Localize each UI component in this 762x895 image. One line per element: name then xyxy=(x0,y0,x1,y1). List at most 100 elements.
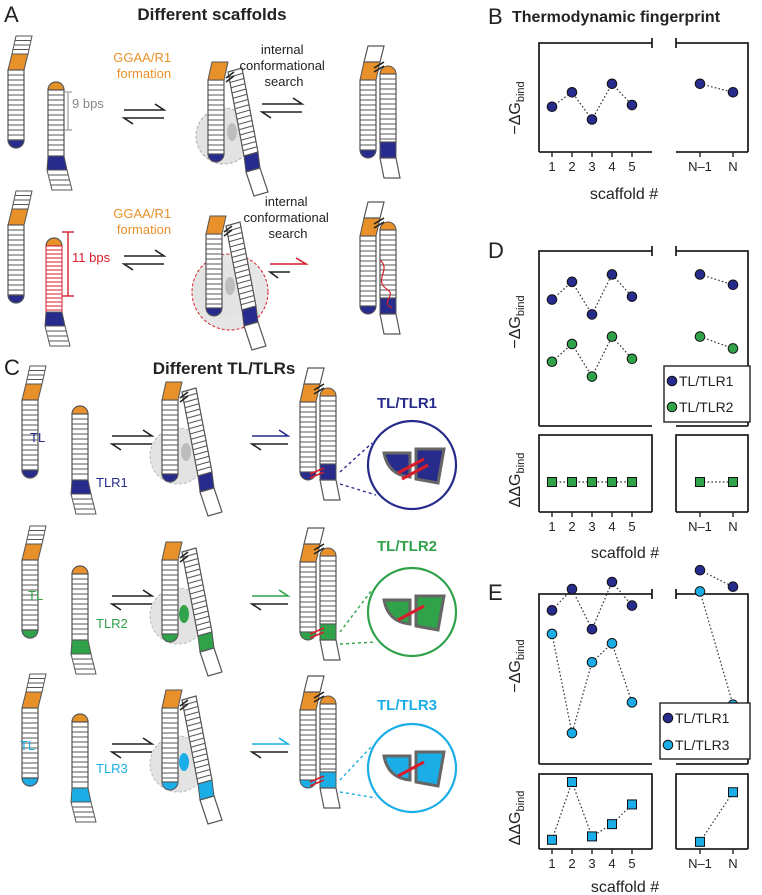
helix-rung xyxy=(187,579,203,584)
helix-rung xyxy=(185,716,201,722)
loop-cap-top xyxy=(45,237,63,247)
chart-d-ylabel-top: −ΔGbind xyxy=(507,295,527,348)
tetraloop-segment xyxy=(161,381,183,401)
chart-e-tlr1-line-right xyxy=(699,569,734,588)
panel-d-letter: D xyxy=(488,238,504,263)
panel-e-letter: E xyxy=(488,580,503,605)
helix-rung xyxy=(229,242,245,248)
legend-marker-tlr1 xyxy=(666,375,678,387)
equilibrium-arrow-back xyxy=(259,111,302,119)
panel-c-title: Different TL/TLRs xyxy=(153,359,296,378)
search-label-2: internal conformational search xyxy=(244,194,333,241)
ggaa-pair xyxy=(313,543,325,551)
chart-e-tlr3-line-right xyxy=(699,591,734,705)
loop-cap-top xyxy=(379,221,397,231)
helix-rung xyxy=(186,413,202,419)
ggaa-pair xyxy=(179,391,189,399)
chart-b-axis-right xyxy=(676,42,749,152)
equilibrium-arrow-forward xyxy=(112,737,155,745)
helix-rung xyxy=(195,769,211,774)
chart-d-legend: TL/TLR1 TL/TLR2 xyxy=(663,365,751,423)
ggaa-pair xyxy=(313,695,325,703)
loop-cap-top xyxy=(71,405,89,415)
equilibrium-arrow-back xyxy=(267,271,290,279)
chart-e-tlr3-point xyxy=(586,656,598,668)
receptor-block xyxy=(70,787,92,803)
helix-rung xyxy=(191,440,207,445)
equilibrium-arrow-forward xyxy=(112,589,155,597)
helix-rung xyxy=(185,568,201,574)
helix-rung xyxy=(182,392,198,398)
tl-tlr-contact xyxy=(309,775,325,783)
chart-d-ylabel-bottom: ΔΔGbind xyxy=(507,453,527,508)
helix-rung xyxy=(194,615,210,621)
helix-top xyxy=(303,675,325,693)
tl-spot xyxy=(227,123,237,141)
chart-d-bottom-tick-label: 3 xyxy=(588,519,595,534)
equilibrium-arrow-back xyxy=(121,117,164,125)
helix-tail xyxy=(319,787,341,809)
chart-b-series-point xyxy=(566,87,578,98)
helix-rung xyxy=(189,589,205,595)
helix-rung xyxy=(184,403,200,409)
chart-e-tlr3-point xyxy=(606,638,618,649)
chart-d-bottom-tick-label: 5 xyxy=(628,519,635,534)
helix-rung xyxy=(186,573,202,579)
loop-cap-top xyxy=(319,695,337,705)
chart-e-ddg-point xyxy=(627,799,637,810)
panel-a: A Different scaffolds GGAA/R1 formation … xyxy=(4,2,401,351)
chart-b-tick-label: 1 xyxy=(548,159,555,174)
helix-rung xyxy=(190,434,206,440)
chart-b-series-point xyxy=(694,78,706,90)
circle-label-tlr3: TL/TLR3 xyxy=(377,697,437,714)
receptor-block xyxy=(70,479,92,495)
chart-e-bottom-tick-label: 1 xyxy=(548,856,555,871)
contact-line xyxy=(401,463,429,481)
chart-e-ddg-line-left xyxy=(551,780,633,840)
tl-tlr-contact xyxy=(309,779,325,787)
loop-cap-top xyxy=(71,565,89,575)
loop-cap-bottom xyxy=(7,294,25,304)
ggaa-pair xyxy=(313,691,325,699)
chart-e-tlr3-point xyxy=(694,586,706,597)
equilibrium-arrow-back xyxy=(249,603,288,611)
helix-rung xyxy=(193,450,209,456)
helix-left xyxy=(207,79,225,155)
helix-tail xyxy=(199,795,223,825)
helix-rung xyxy=(196,626,212,632)
chart-d-tlr1-point xyxy=(586,309,598,320)
chart-d-tlr2-point xyxy=(727,343,739,354)
chart-b-tick-label: 3 xyxy=(588,159,595,174)
helix-rung xyxy=(238,289,254,295)
equilibrium-arrow-back xyxy=(109,751,152,759)
tlr2-label: TLR2 xyxy=(96,616,128,631)
chart-b-series-point xyxy=(606,78,618,90)
chart-e-tlr3-point xyxy=(566,727,578,739)
chart-e-ddg-line-right xyxy=(699,791,734,843)
chart-b-tick-label: N–1 xyxy=(688,159,712,174)
chart-d-tlr2-point xyxy=(546,356,558,368)
circle-label-tlr1: TL/TLR1 xyxy=(377,395,437,412)
chart-e-tlr1-point xyxy=(606,576,618,588)
legend-marker-tlr3-e xyxy=(662,739,674,751)
helix-rung xyxy=(236,114,252,120)
ggaa-pair xyxy=(223,229,233,237)
tl-spot xyxy=(181,443,191,461)
chart-b-ylabel: −ΔGbind xyxy=(507,81,527,134)
helix-rung xyxy=(228,72,244,78)
tetraloop-segment xyxy=(207,61,229,81)
helix-tail xyxy=(199,647,223,677)
chart-d-ddg-point xyxy=(607,477,617,487)
helix-rung xyxy=(241,141,257,146)
helix-tail xyxy=(319,639,341,661)
loop-cap-bottom xyxy=(359,305,377,315)
chart-d-tlr2-point xyxy=(586,371,598,382)
helix-rung xyxy=(183,398,199,403)
helix-rung xyxy=(233,99,249,104)
helix-rung xyxy=(189,429,205,435)
helix-rung xyxy=(240,135,256,141)
loop-cap-bottom xyxy=(7,139,25,149)
chart-e-bottom-tick-label: 2 xyxy=(568,856,575,871)
chart-e-ddg-point xyxy=(587,831,597,842)
circle-label-tlr2: TL/TLR2 xyxy=(377,538,437,555)
